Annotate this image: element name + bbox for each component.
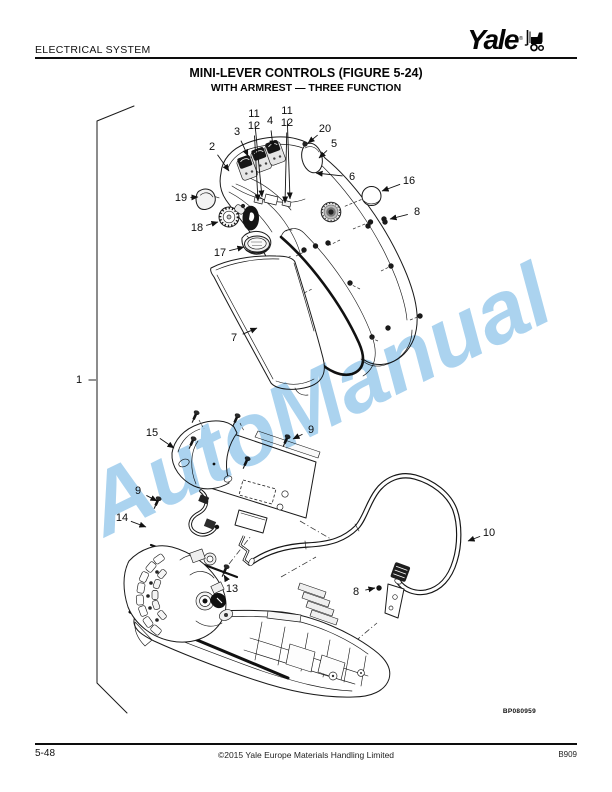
callout-16: 16 bbox=[403, 175, 415, 187]
callout-8: 8 bbox=[414, 206, 420, 218]
callout-3: 3 bbox=[234, 126, 240, 138]
callout-7: 7 bbox=[231, 332, 237, 344]
footer-rule bbox=[35, 743, 577, 746]
callout-10: 10 bbox=[483, 527, 495, 539]
footer-page-number: 5-48 bbox=[35, 748, 56, 759]
footer-doc-code: B909 bbox=[558, 750, 577, 759]
callout-leader-3 bbox=[240, 140, 249, 157]
callout-9: 9 bbox=[135, 485, 141, 497]
screw-20 bbox=[302, 141, 308, 147]
callout-20: 20 bbox=[319, 123, 331, 135]
callout-9: 9 bbox=[308, 424, 314, 436]
knob-19 bbox=[195, 188, 220, 211]
callout-leader-20 bbox=[307, 134, 318, 144]
lever-cluster-drawing bbox=[123, 545, 234, 643]
callout-4: 4 bbox=[267, 115, 273, 127]
callout-11: 11 bbox=[248, 108, 259, 120]
callout-leader-8 bbox=[389, 213, 408, 221]
callout-18: 18 bbox=[191, 222, 203, 234]
callout-leader-13 bbox=[223, 574, 230, 583]
callout-13: 13 bbox=[226, 583, 238, 595]
callout-12: 12 bbox=[248, 120, 260, 132]
callout-leader-16 bbox=[381, 183, 401, 192]
mid-plate-assembly-drawing bbox=[150, 408, 378, 650]
callout-leader-4 bbox=[269, 130, 276, 148]
footer-copyright: ©2015 Yale Europe Materials Handling Lim… bbox=[217, 750, 395, 760]
hose-drawing bbox=[248, 473, 462, 619]
header-rule bbox=[35, 56, 577, 59]
callout-leader-9 bbox=[292, 433, 303, 440]
callout-19: 19 bbox=[175, 192, 187, 204]
callout-14: 14 bbox=[116, 512, 128, 524]
callout-8: 8 bbox=[353, 586, 359, 598]
callout-6: 6 bbox=[349, 171, 355, 183]
yale-forklift-icon bbox=[524, 30, 545, 52]
callout-leader-17 bbox=[229, 245, 245, 252]
callout-leader-5 bbox=[318, 150, 328, 159]
callout-leader-11 bbox=[286, 120, 293, 200]
callout-1: 1 bbox=[76, 374, 82, 386]
yale-logo-text: Yale bbox=[467, 24, 519, 56]
callout-leader-12 bbox=[282, 132, 289, 204]
figure-code: BP080959 bbox=[502, 708, 536, 715]
section-header: ELECTRICAL SYSTEM bbox=[35, 44, 151, 56]
callout-leader-15 bbox=[159, 437, 175, 449]
callout-leader-9 bbox=[146, 495, 158, 502]
lower-assembly-drawing bbox=[123, 543, 391, 698]
callout-12: 12 bbox=[281, 117, 293, 129]
callout-leader-7 bbox=[242, 327, 258, 335]
callout-15: 15 bbox=[146, 427, 158, 439]
yale-logo: Yale ® bbox=[467, 24, 546, 56]
knob-18 bbox=[218, 203, 246, 228]
figure-subtitle: WITH ARMREST — THREE FUNCTION bbox=[210, 82, 402, 94]
callout-leader-6 bbox=[315, 170, 343, 177]
callout-leader-14 bbox=[130, 520, 147, 528]
assembly-bracket-line bbox=[96, 105, 135, 714]
cover-disc-16 bbox=[361, 186, 382, 206]
registered-mark: ® bbox=[518, 36, 523, 42]
screw-8a bbox=[367, 219, 374, 225]
hose-clamp-bracket bbox=[376, 562, 411, 619]
callout-leader-10 bbox=[467, 535, 481, 542]
mini-lever-switch-1 bbox=[236, 155, 258, 181]
callout-5: 5 bbox=[331, 138, 337, 150]
shell-screws bbox=[295, 219, 423, 342]
callout-leader-11 bbox=[254, 123, 265, 198]
callout-leader-12 bbox=[254, 135, 261, 202]
callout-leader-2 bbox=[217, 154, 230, 172]
horn-button bbox=[320, 201, 342, 223]
figure-title: MINI-LEVER CONTROLS (FIGURE 5-24) bbox=[189, 66, 423, 80]
callout-17: 17 bbox=[214, 247, 226, 259]
callout-2: 2 bbox=[209, 141, 215, 153]
callout-11: 11 bbox=[281, 105, 292, 117]
cap-17 bbox=[244, 235, 270, 254]
armrest-pad-drawing bbox=[210, 255, 325, 396]
callout-leader-8 bbox=[365, 586, 376, 593]
callout-leader-18 bbox=[206, 220, 219, 227]
